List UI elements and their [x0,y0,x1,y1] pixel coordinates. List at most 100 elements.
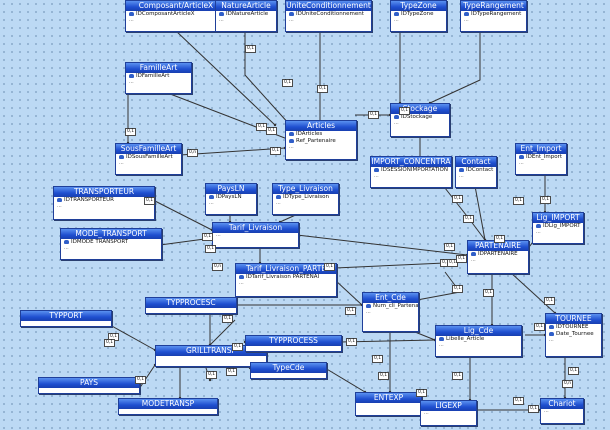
more-fields-marker: ... [219,17,224,23]
cardinality-label: 0,1 [125,128,137,136]
entity-title: Tarif_Livraison [213,223,298,233]
cardinality-label: 0,n [562,380,574,388]
field-name: IDTRANSPORTEUR [64,197,114,203]
entity-field: Date_Tournee [546,331,601,338]
entity-table[interactable]: TYPPROCESC [145,297,237,314]
key-icon [119,154,124,159]
cardinality-label: 0,1 [452,285,464,293]
cardinality-label: 0,1 [270,147,282,155]
entity-table[interactable]: Chariot... [540,398,584,424]
key-icon [536,223,541,228]
key-icon [394,114,399,119]
cardinality-label: 0,1 [372,355,384,363]
entity-title: MODE_TRANSPORT [61,229,161,239]
key-icon [276,194,281,199]
more-fields-marker: ... [394,120,399,126]
cardinality-label: 0,1 [135,376,147,384]
entity-table[interactable]: TYPPORT [20,310,112,327]
field-name: IDLig_IMPORT [543,223,581,229]
entity-title: PaysLN [206,184,256,194]
entity-table[interactable]: TYPPROCESS [245,335,342,352]
key-icon [219,11,224,16]
key-icon [209,194,214,199]
entity-title: MODETRANSP [119,399,217,409]
more-fields-marker: ... [289,17,294,23]
entity-field: IDSousFamilleArt [116,154,181,161]
cardinality-label: 0,1 [528,405,540,413]
field-name: IDPaysLN [216,194,242,200]
entity-table[interactable]: MODETRANSP [118,398,218,415]
more-fields-marker: ... [374,173,379,179]
entity-field: IDMODE TRANSPORT [61,239,161,246]
entity-title: IMPORT_CONCENTRA [371,157,451,167]
entity-field: IDNatureArticle [216,11,276,18]
entity-title: PARTENAIRE [468,241,528,251]
more-fields-marker: ... [216,232,221,238]
cardinality-label: 0,1 [202,233,214,241]
cardinality-label: 0,1 [205,245,217,253]
cardinality-label: 0,1 [245,45,257,53]
more-fields-marker: ... [129,79,134,85]
cardinality-label: 0,1 [416,389,428,397]
field-name: IDMODE TRANSPORT [71,239,129,245]
entity-field: IDTypeRangement [461,11,526,18]
cardinality-label: 0,1 [513,197,525,205]
more-fields-marker: ... [209,200,214,206]
key-icon [129,11,134,16]
entity-title: TOURNEE [546,314,601,324]
entity-table[interactable]: PAYS [38,377,140,394]
cardinality-label: 0,1 [317,85,329,93]
more-fields-marker: ... [394,17,399,23]
cardinality-label: 0,1 [444,243,456,251]
more-fields-marker: ... [64,245,69,251]
relationship-line [324,367,366,393]
entity-table[interactable]: TypeCde [250,362,327,379]
field-name: IDType_Livraison [283,194,329,200]
relationship-line [209,319,236,346]
entity-field: IDUniteConditionnement [286,11,371,18]
key-icon [459,167,464,172]
entity-table[interactable]: Tarif_Livraison... [212,222,299,248]
field-name: Libelle_Article [446,336,485,342]
relationship-line [429,30,481,104]
relationship-line [334,279,363,306]
field-name: IDFamilleArt [136,73,170,79]
more-fields-marker: ... [549,337,554,343]
field-name: IDPARTENAIRE [478,251,518,257]
relationship-line [109,324,156,351]
field-name: Ref_Partenaire [296,138,336,144]
more-fields-marker: ... [439,342,444,348]
relationship-line [152,199,213,231]
entity-title: Chariot [541,399,583,409]
entity-table[interactable]: Ent_CdeNum_cli_Partenaire... [362,292,419,332]
entity-title: TypeZone [391,1,446,11]
cardinality-label: 0,1 [282,79,294,87]
field-name: IDTypeRangement [471,11,522,17]
entity-table[interactable]: ENTEXP [355,392,422,416]
cardinality-label: 0,1 [266,127,278,135]
entity-field: IDLig_IMPORT [533,223,583,230]
more-fields-marker: ... [464,17,469,23]
entity-table[interactable]: LIGEXP... [420,400,477,426]
entity-title: FamilleArt [126,63,191,73]
